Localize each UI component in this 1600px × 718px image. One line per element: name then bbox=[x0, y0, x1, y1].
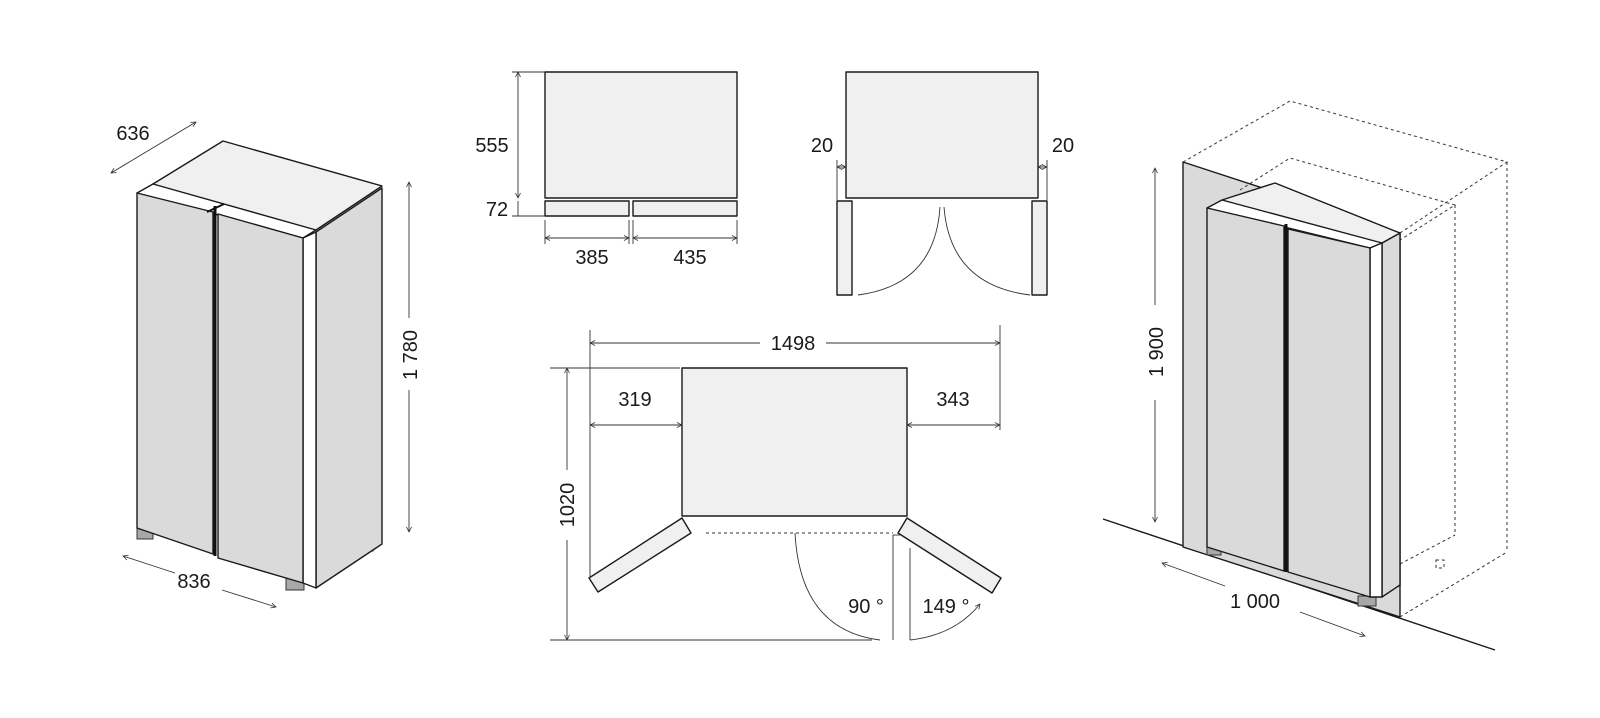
top-view-open: 90 ° 149 ° 1498 319 343 1020 bbox=[550, 325, 1002, 640]
total-width-label: 1498 bbox=[771, 333, 816, 355]
top-view-clearance: 20 20 bbox=[811, 71, 1074, 296]
side-trim bbox=[302, 231, 317, 589]
side-trim bbox=[1369, 242, 1383, 598]
right-door bbox=[217, 213, 304, 584]
left-door bbox=[136, 192, 214, 555]
right-door bbox=[1287, 228, 1371, 598]
angle-149-label: 149 ° bbox=[923, 596, 970, 618]
cabinet-body bbox=[845, 71, 1039, 199]
left-door bbox=[1206, 207, 1285, 572]
isometric-fridge: 636 1 780 836 bbox=[111, 122, 422, 607]
total-depth-label: 1020 bbox=[557, 483, 579, 528]
cabinet-body bbox=[544, 71, 738, 199]
depth-label: 555 bbox=[475, 135, 508, 157]
installation-view: 1 900 1 000 bbox=[1102, 100, 1509, 651]
niche-height-label: 1 900 bbox=[1146, 327, 1168, 377]
left-door-open bbox=[588, 517, 692, 593]
left-overhang-label: 319 bbox=[618, 389, 651, 411]
left-door bbox=[544, 200, 630, 217]
top-view-closed: 555 72 385 435 bbox=[475, 71, 738, 269]
right-door-open bbox=[897, 517, 1002, 594]
right-door-width-label: 435 bbox=[673, 247, 706, 269]
right-clearance-label: 20 bbox=[1052, 135, 1074, 157]
right-door-open bbox=[1031, 200, 1048, 296]
niche-width-label: 1 000 bbox=[1230, 591, 1280, 613]
right-overhang-label: 343 bbox=[936, 389, 969, 411]
width-label: 836 bbox=[177, 571, 210, 593]
right-door bbox=[632, 200, 738, 217]
depth-label: 636 bbox=[116, 123, 149, 145]
angle-90-label: 90 ° bbox=[848, 596, 884, 618]
side-panel bbox=[1381, 232, 1401, 598]
left-door-width-label: 385 bbox=[575, 247, 608, 269]
left-clearance-label: 20 bbox=[811, 135, 833, 157]
door-depth-label: 72 bbox=[486, 199, 508, 221]
cabinet-body bbox=[681, 367, 908, 517]
side-panel bbox=[315, 187, 383, 589]
height-label: 1 780 bbox=[400, 330, 422, 380]
left-door-open bbox=[836, 200, 853, 296]
